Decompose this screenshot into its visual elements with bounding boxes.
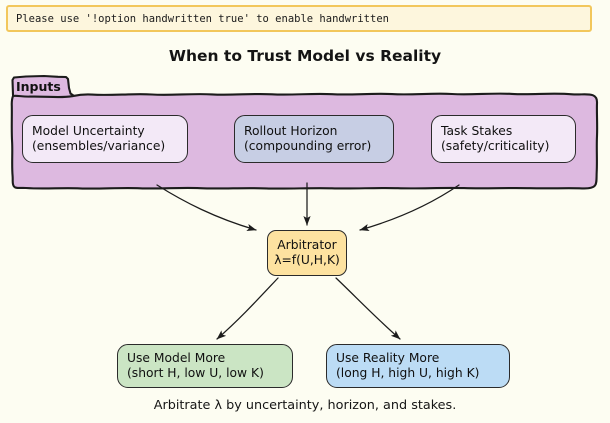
node-arbitrator-line2: λ=f(U,H,K) (274, 253, 340, 267)
edge-task-stakes-to-arbitrator (359, 184, 460, 232)
diagram-caption: Arbitrate λ by uncertainty, horizon, and… (153, 398, 457, 413)
node-rollout-horizon[interactable]: Rollout Horizon (compounding error) (234, 115, 394, 163)
node-model-uncertainty-line2: (ensembles/variance) (32, 139, 166, 153)
node-use-model-more-line2: (short H, low U, low K) (127, 366, 264, 380)
node-task-stakes-line2: (safety/criticality) (441, 139, 550, 153)
page-title: When to Trust Model vs Reality (168, 47, 442, 65)
node-arbitrator-line1: Arbitrator (277, 237, 337, 252)
node-arbitrator[interactable]: Arbitrator λ=f(U,H,K) (267, 230, 347, 276)
node-rollout-horizon-line1: Rollout Horizon (244, 123, 338, 138)
node-model-uncertainty[interactable]: Model Uncertainty (ensembles/variance) (22, 115, 188, 163)
node-rollout-horizon-line2: (compounding error) (244, 139, 372, 153)
edge-arbitrator-to-use-reality-more (335, 277, 401, 340)
edge-arbitrator-to-use-model-more (216, 277, 279, 340)
node-use-reality-more-line1: Use Reality More (336, 350, 440, 365)
node-use-reality-more[interactable]: Use Reality More (long H, high U, high K… (326, 344, 510, 388)
group-label-inputs: Inputs (16, 79, 61, 94)
node-use-model-more[interactable]: Use Model More (short H, low U, low K) (117, 344, 293, 388)
edge-model-uncertainty-to-arbitrator (156, 184, 257, 231)
node-model-uncertainty-line1: Model Uncertainty (32, 123, 145, 138)
node-task-stakes-line1: Task Stakes (441, 123, 513, 138)
notice-banner: Please use '!option handwritten true' to… (6, 5, 592, 32)
node-task-stakes[interactable]: Task Stakes (safety/criticality) (431, 115, 576, 163)
node-use-reality-more-line2: (long H, high U, high K) (336, 366, 480, 380)
notice-banner-text: Please use '!option handwritten true' to… (16, 12, 389, 25)
node-use-model-more-line1: Use Model More (127, 350, 226, 365)
